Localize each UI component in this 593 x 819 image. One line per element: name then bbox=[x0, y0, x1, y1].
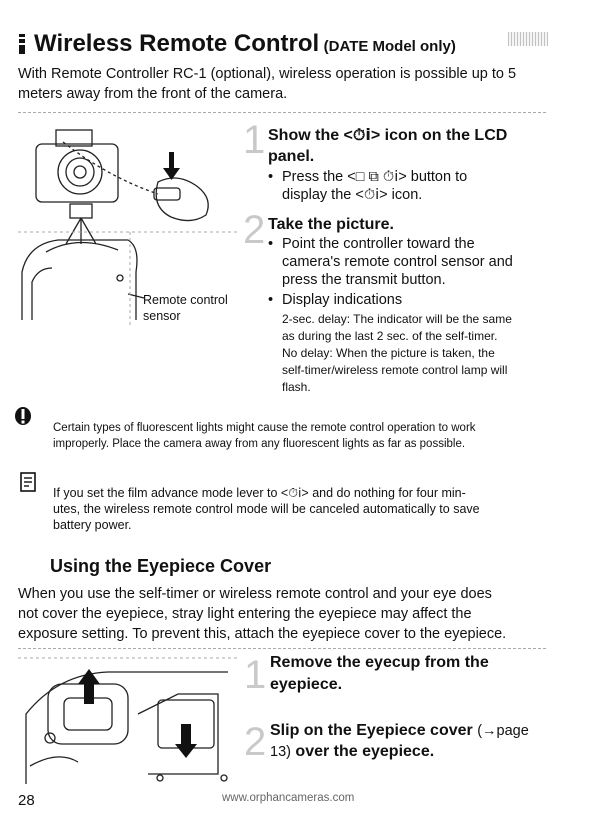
detail-line: No delay: When the picture is taken, the bbox=[282, 346, 495, 360]
step-title-bold: over the eyepiece. bbox=[295, 743, 435, 760]
memo-text-line3: battery power. bbox=[53, 518, 132, 532]
step-number: 1 bbox=[243, 118, 266, 162]
decorative-tab bbox=[508, 32, 548, 46]
caution-text-line1: Certain types of fluorescent lights migh… bbox=[53, 422, 476, 434]
eyepiece-para-line3: exposure setting. To prevent this, attac… bbox=[18, 626, 507, 642]
step-number: 2 bbox=[244, 720, 267, 764]
step-title-line1: Show the <⏱︎ⅰ> icon on the LCD bbox=[268, 127, 508, 144]
detail-line: flash. bbox=[282, 380, 311, 394]
bullet-icon: • bbox=[268, 292, 274, 308]
step-title-line2: 13) over the eyepiece. bbox=[270, 741, 434, 762]
bullet-item: • Display indications bbox=[268, 291, 402, 309]
step-title-bold: Slip on the Eyepiece cover bbox=[270, 722, 473, 739]
caution-text-line2: improperly. Place the camera away from a… bbox=[53, 438, 466, 450]
bullet-item: • Point the controller toward the bbox=[268, 235, 475, 253]
section-title: Using the Eyepiece Cover bbox=[50, 556, 272, 576]
step-title-line2: panel. bbox=[268, 148, 315, 165]
eyepiece-cover-illustration bbox=[18, 657, 240, 784]
bullet-text: Point the controller toward the bbox=[282, 236, 475, 252]
page-reference: (→page bbox=[477, 723, 529, 739]
step-number: 2 bbox=[243, 208, 266, 252]
caution-icon bbox=[15, 407, 31, 425]
intro-paragraph: With Remote Controller RC-1 (optional), … bbox=[18, 66, 517, 102]
bullet-icon: • bbox=[268, 169, 274, 185]
eyepiece-para-line2: not cover the eyepiece, stray light ente… bbox=[18, 606, 472, 622]
bullet-continuation: press the transmit button. bbox=[282, 272, 446, 288]
bullet-item: • Press the <□ ⧉ ⏱︎ⅰ> button to bbox=[268, 168, 467, 186]
title-text: Wireless Remote Control bbox=[34, 30, 320, 57]
step-title: Take the picture. bbox=[268, 216, 394, 233]
step-title-line1: Slip on the Eyepiece cover (→page bbox=[270, 720, 529, 741]
remote-control-icon bbox=[19, 34, 25, 54]
detail-line: 2-sec. delay: The indicator will be the … bbox=[282, 312, 512, 326]
memo-icon bbox=[20, 472, 36, 492]
step-title-line1: Remove the eyecup from the bbox=[270, 654, 489, 671]
detail-line: as during the last 2 sec. of the self-ti… bbox=[282, 329, 498, 343]
step-number: 1 bbox=[244, 653, 267, 697]
title-suffix: (DATE Model only) bbox=[323, 38, 456, 55]
divider bbox=[18, 112, 546, 113]
step-title-line2: eyepiece. bbox=[270, 676, 343, 693]
page-reference-continued: 13) bbox=[270, 744, 291, 760]
bullet-icon: • bbox=[268, 236, 274, 252]
page-title: Wireless Remote Control (DATE Model only… bbox=[18, 30, 456, 58]
eyepiece-para-line1: When you use the self-timer or wireless … bbox=[18, 586, 492, 602]
sensor-label-line2: sensor bbox=[143, 309, 181, 323]
detail-line: self-timer/wireless remote control lamp … bbox=[282, 363, 508, 377]
sensor-label-line1: Remote control bbox=[143, 293, 228, 307]
bullet-text: Press the <□ ⧉ ⏱︎ⅰ> button to bbox=[282, 169, 468, 185]
footer-link[interactable]: www.orphancameras.com bbox=[222, 792, 355, 804]
page-number: 28 bbox=[18, 792, 35, 809]
divider bbox=[18, 648, 546, 649]
bullet-continuation: camera's remote control sensor and bbox=[282, 254, 513, 270]
memo-text-line1: If you set the film advance mode lever t… bbox=[53, 486, 466, 500]
remote-control-illustration bbox=[18, 129, 240, 327]
memo-text-line2: utes, the wireless remote control mode w… bbox=[53, 502, 480, 516]
bullet-continuation: display the <⏱︎ⅰ> icon. bbox=[282, 187, 423, 203]
bullet-text: Display indications bbox=[282, 292, 403, 308]
